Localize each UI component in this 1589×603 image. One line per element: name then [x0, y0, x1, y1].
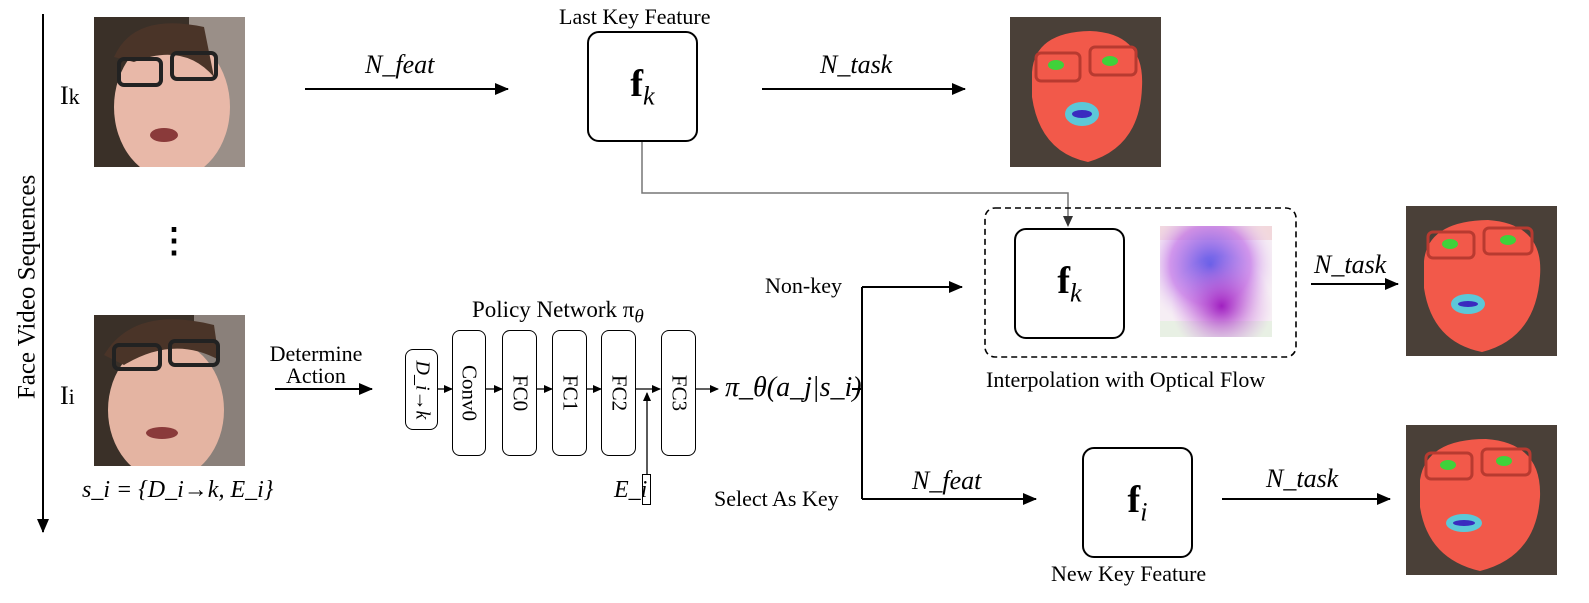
- nfeat-bottom-label: N_feat: [912, 466, 982, 495]
- ntask-mid-label: N_task: [1314, 250, 1387, 279]
- optical-flow-image: [1160, 226, 1272, 337]
- current-frame-label: Ii: [60, 381, 75, 410]
- ntask-top-label: N_task: [820, 50, 893, 79]
- layer-conv0: Conv0: [452, 330, 486, 456]
- segmentation-result-top: [1010, 17, 1161, 167]
- policy-title: Policy Network πθ: [472, 297, 644, 328]
- interp-fk-box: fk: [1014, 228, 1125, 339]
- fk-symbol: fk: [630, 62, 655, 111]
- layer-fc1: FC1: [552, 330, 587, 456]
- segmentation-result-bottom: [1406, 425, 1557, 575]
- layer-fc0: FC0: [502, 330, 537, 456]
- layer-fc3: FC3: [661, 330, 696, 456]
- nonkey-label: Non-key: [765, 273, 842, 298]
- current-frame-image: [94, 315, 245, 466]
- key-frame-image: [94, 17, 245, 167]
- fi-symbol: fi: [1127, 478, 1148, 527]
- interpolation-box: [984, 207, 1297, 358]
- ntask-bottom-label: N_task: [1266, 464, 1339, 493]
- state-label: s_i = {D_i→k, E_i}: [82, 477, 274, 503]
- last-key-feature-box: fk: [587, 31, 698, 142]
- e-input-box: [642, 474, 651, 505]
- determine-action-label: Determine Action: [269, 341, 363, 388]
- axis-label: Face Video Sequences: [13, 174, 41, 400]
- fk-to-interp-line: [641, 142, 1069, 225]
- interp-fk-symbol: fk: [1057, 259, 1082, 308]
- nfeat-top-label: N_feat: [365, 50, 435, 79]
- ellipsis: ⋮: [157, 223, 191, 260]
- last-key-title: Last Key Feature: [559, 4, 711, 29]
- new-key-feature-box: fi: [1082, 447, 1193, 558]
- new-key-caption: New Key Feature: [1051, 561, 1207, 586]
- layer-fc2: FC2: [601, 330, 636, 456]
- key-frame-label: Ik: [60, 81, 80, 110]
- policy-output: π_θ(a_j|s_i): [725, 372, 862, 403]
- segmentation-result-mid: [1406, 206, 1557, 356]
- interp-caption: Interpolation with Optical Flow: [986, 367, 1266, 392]
- e-input-label: E_i: [614, 477, 648, 503]
- select-key-label: Select As Key: [714, 486, 839, 511]
- d-input-box: D_i→k: [405, 349, 438, 430]
